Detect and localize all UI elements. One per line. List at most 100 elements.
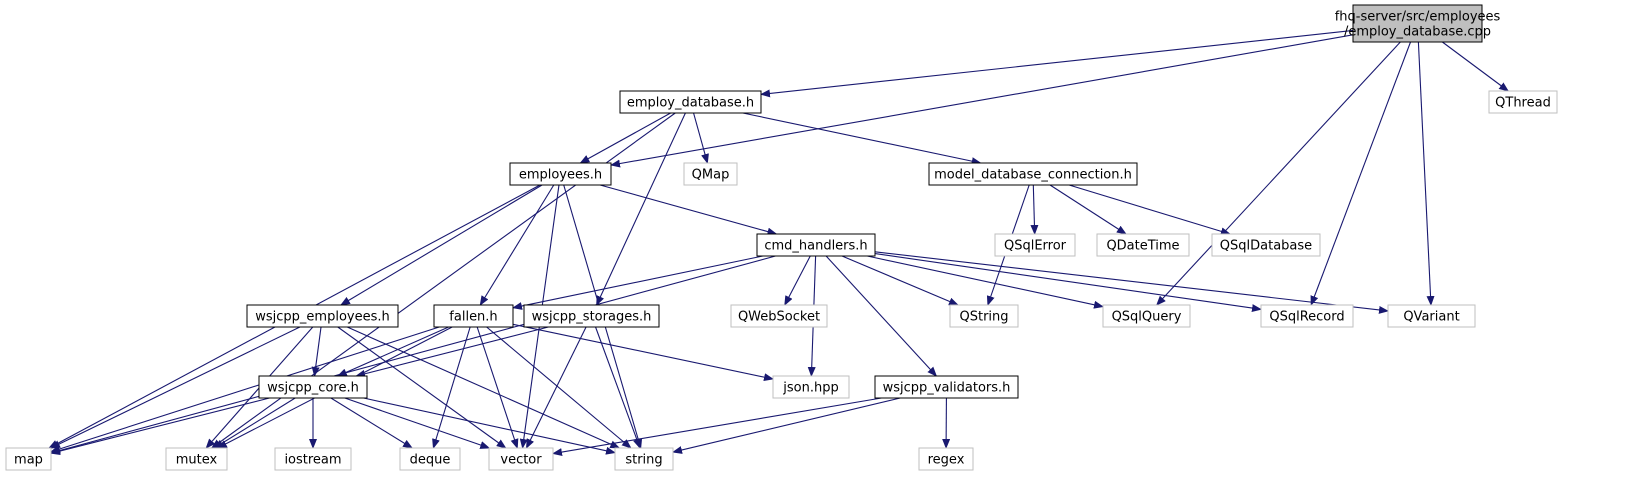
edge-wsj_core-to-mutex <box>213 397 296 449</box>
node-box <box>772 375 850 399</box>
node-label: wsjcpp_employees.h <box>255 310 389 325</box>
node-vector: vector <box>488 447 554 471</box>
node-string: string <box>614 447 674 471</box>
node-box <box>619 90 762 114</box>
edge-root-to-qsqlrecord <box>1310 41 1412 306</box>
node-qsqlerror: QSqlError <box>994 233 1076 257</box>
node-box <box>1102 304 1191 328</box>
node-box <box>994 233 1076 257</box>
node-cmd[interactable]: cmd_handlers.h <box>756 233 876 257</box>
node-box <box>874 375 1019 399</box>
edge-cmd-to-qsqlrecord <box>874 252 1262 313</box>
edge-root-to-qthread <box>1442 41 1510 92</box>
node-fallen[interactable]: fallen.h <box>433 304 514 328</box>
node-box <box>1211 233 1321 257</box>
edge-model_conn-to-qdatetime <box>1049 184 1127 235</box>
edge-cmd-to-fallen <box>512 255 764 310</box>
node-qsqldb: QSqlDatabase <box>1211 233 1321 257</box>
node-box <box>1096 233 1190 257</box>
node-label: QSqlDatabase <box>1220 239 1312 254</box>
node-jsonhpp: json.hpp <box>772 375 850 399</box>
node-label: cmd_handlers.h <box>764 239 867 254</box>
node-wsj_val[interactable]: wsjcpp_validators.h <box>874 375 1019 399</box>
node-box <box>1488 90 1558 114</box>
node-qmap: QMap <box>683 162 738 186</box>
edge-fallen-to-deque <box>432 326 471 449</box>
node-label: deque <box>410 453 451 468</box>
edge-employees-to-wsj_emp <box>340 184 543 306</box>
edge-fallen-to-map <box>50 326 440 453</box>
edge-wsj_emp-to-string <box>347 326 621 449</box>
node-wsj_emp[interactable]: wsjcpp_employees.h <box>246 304 399 328</box>
edge-wsj_val-to-string <box>672 397 901 454</box>
edge-model_conn-to-qsqlerror <box>1030 184 1039 235</box>
edge-fallen-to-jsonhpp <box>512 323 774 382</box>
node-box <box>274 447 352 471</box>
node-employees[interactable]: employees.h <box>509 162 612 186</box>
node-box <box>949 304 1019 328</box>
edge-root-to-qvariant <box>1417 41 1435 306</box>
node-label: wsjcpp_storages.h <box>532 310 652 325</box>
node-box <box>683 162 738 186</box>
node-label: /employ_database.cpp <box>1344 25 1491 40</box>
node-qsqlrecord: QSqlRecord <box>1260 304 1354 328</box>
node-wsj_core[interactable]: wsjcpp_core.h <box>258 375 368 399</box>
edge-wsj_core-to-string <box>363 397 616 455</box>
node-map: map <box>5 447 52 471</box>
node-employ_db[interactable]: employ_database.h <box>619 90 762 114</box>
edge-employ_db-to-employees <box>579 112 671 164</box>
edge-employ_db-to-model_conn <box>742 112 982 166</box>
edge-root-to-employ_db <box>760 29 1354 98</box>
node-label: QThread <box>1495 96 1551 111</box>
node-label: QVariant <box>1403 310 1459 325</box>
node-label: wsjcpp_validators.h <box>883 381 1011 396</box>
edge-wsj_stor-to-string <box>595 326 641 449</box>
node-box <box>488 447 554 471</box>
node-box <box>614 447 674 471</box>
node-qvariant: QVariant <box>1387 304 1476 328</box>
node-label: employ_database.h <box>627 96 754 111</box>
node-label: QDateTime <box>1106 239 1179 254</box>
node-model_conn[interactable]: model_database_connection.h <box>928 162 1138 186</box>
edge-cmd-to-wsj_val <box>825 255 938 377</box>
edge-employ_db-to-wsj_stor <box>596 112 686 306</box>
edge-root-to-employees <box>610 34 1354 168</box>
node-label: mutex <box>176 453 218 468</box>
node-label: employees.h <box>519 168 602 183</box>
node-box <box>433 304 514 328</box>
edge-wsj_core-to-map <box>50 397 270 455</box>
node-box <box>509 162 612 186</box>
edge-cmd-to-qvariant <box>874 251 1389 314</box>
edge-wsj_val-to-vector <box>552 397 882 457</box>
node-qstring: QString <box>949 304 1019 328</box>
node-label: QWebSocket <box>738 310 820 325</box>
edge-cmd-to-qsqlquery <box>867 255 1104 309</box>
edge-root-to-qsqlquery <box>1156 41 1401 306</box>
node-label: QSqlRecord <box>1269 310 1344 325</box>
edge-wsj_core-to-deque <box>330 397 413 449</box>
node-box <box>165 447 228 471</box>
node-box <box>246 304 399 328</box>
node-label: json.hpp <box>782 381 838 396</box>
node-label: QMap <box>692 168 730 183</box>
node-box <box>5 447 52 471</box>
node-label: map <box>14 453 43 468</box>
node-box <box>1387 304 1476 328</box>
edge-wsj_core-to-vector <box>344 397 491 449</box>
edge-cmd-to-map <box>50 255 776 455</box>
node-qdatetime: QDateTime <box>1096 233 1190 257</box>
edge-fallen-to-string <box>486 326 632 449</box>
node-label: QSqlError <box>1004 239 1067 254</box>
edge-employees-to-cmd <box>599 184 778 236</box>
node-root[interactable]: fhq-server/src/employees/employ_database… <box>1335 4 1501 43</box>
node-wsj_stor[interactable]: wsjcpp_storages.h <box>523 304 660 328</box>
node-qsqlquery: QSqlQuery <box>1102 304 1191 328</box>
node-label: wsjcpp_core.h <box>267 381 359 396</box>
node-box <box>523 304 660 328</box>
edge-wsj_emp-to-vector <box>337 326 507 449</box>
node-box <box>928 162 1138 186</box>
edge-wsj_emp-to-map <box>50 326 301 449</box>
node-deque: deque <box>399 447 461 471</box>
node-label: model_database_connection.h <box>934 168 1132 183</box>
node-regex: regex <box>918 447 974 471</box>
